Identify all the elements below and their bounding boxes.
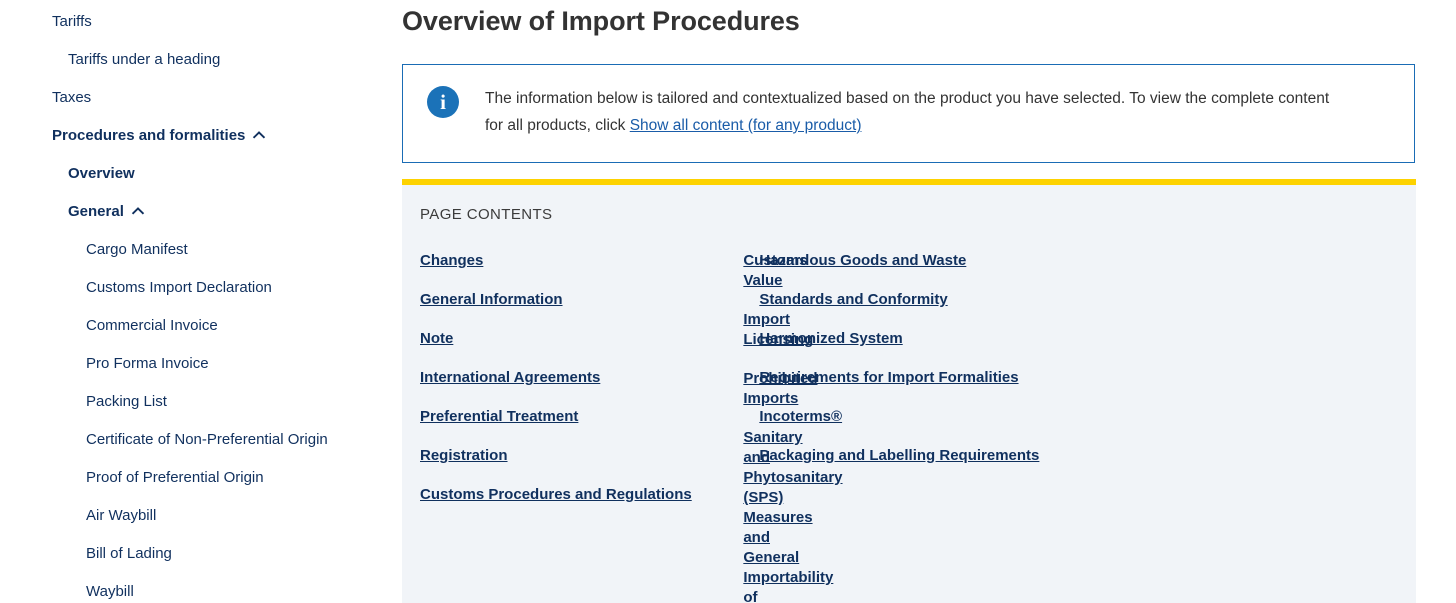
page-contents-link-general-information[interactable]: General Information — [420, 291, 563, 308]
sidebar-item-label: Commercial Invoice — [86, 316, 218, 334]
sidebar-item-general[interactable]: General — [0, 192, 396, 230]
page-contents-link-note[interactable]: Note — [420, 330, 454, 347]
sidebar-item-tariffs-under-a-heading[interactable]: Tariffs under a heading — [0, 40, 396, 78]
sidebar-item-cargo-manifest[interactable]: Cargo Manifest — [0, 230, 396, 268]
sidebar-item-label: Bill of Lading — [86, 544, 172, 562]
chevron-up-icon[interactable] — [131, 204, 145, 218]
sidebar-item-label: Procedures and formalities — [52, 126, 246, 144]
sidebar-item-commercial-invoice[interactable]: Commercial Invoice — [0, 306, 396, 344]
main-content: Overview of Import Procedures i The info… — [396, 0, 1456, 603]
page-contents-link-hazardous-goods-and-waste[interactable]: Hazardous Goods and Waste — [759, 252, 967, 269]
sidebar-item-customs-import-declaration[interactable]: Customs Import Declaration — [0, 268, 396, 306]
sidebar-item-label: Waybill — [86, 582, 134, 600]
sidebar-item-label: Packing List — [86, 392, 167, 410]
page-contents-link-packaging-and-labelling-requirements[interactable]: Packaging and Labelling Requirements — [759, 447, 1040, 464]
page-contents-link-preferential-treatment[interactable]: Preferential Treatment — [420, 408, 579, 425]
sidebar-item-label: Taxes — [52, 88, 92, 106]
sidebar-item-waybill[interactable]: Waybill — [0, 572, 396, 603]
sidebar-item-bill-of-lading[interactable]: Bill of Lading — [0, 534, 396, 572]
sidebar-item-packing-list[interactable]: Packing List — [0, 382, 396, 420]
page-contents-link-requirements-for-import-formalities[interactable]: Requirements for Import Formalities — [759, 369, 1019, 386]
page-contents-link-international-agreements[interactable]: International Agreements — [420, 369, 601, 386]
chevron-up-icon[interactable] — [252, 128, 266, 142]
page-title: Overview of Import Procedures — [402, 6, 800, 36]
page-contents-link-harmonized-system[interactable]: Harmonized System — [759, 330, 903, 347]
page-contents-link-registration[interactable]: Registration — [420, 447, 508, 464]
show-all-content-link[interactable]: Show all content (for any product) — [629, 117, 862, 134]
page-contents-link-standards-and-conformity[interactable]: Standards and Conformity — [759, 291, 948, 308]
sidebar-item-overview[interactable]: Overview — [0, 154, 396, 192]
page-contents-link-changes[interactable]: Changes — [420, 252, 484, 269]
page-contents-link-customs-procedures-and-regulations[interactable]: Customs Procedures and Regulations — [420, 486, 692, 503]
sidebar-item-air-waybill[interactable]: Air Waybill — [0, 496, 396, 534]
sidebar-item-procedures-and-formalities[interactable]: Procedures and formalities — [0, 116, 396, 154]
sidebar-item-label: Air Waybill — [86, 506, 157, 524]
sidebar-item-pro-forma-invoice[interactable]: Pro Forma Invoice — [0, 344, 396, 382]
sidebar-item-label: Overview — [68, 164, 135, 182]
info-circle-icon: i — [427, 86, 459, 118]
sidebar-item-label: Tariffs — [52, 12, 92, 30]
info-banner-sentence: The information below is tailored and co… — [485, 90, 1330, 134]
sidebar-item-label: Certificate of Non-Preferential Origin — [86, 430, 328, 448]
sidebar-item-label: Cargo Manifest — [86, 240, 188, 258]
sidebar-item-tariffs[interactable]: Tariffs — [0, 2, 396, 40]
page-contents-label: PAGE CONTENTS — [420, 206, 553, 223]
sidebar-item-label: Proof of Preferential Origin — [86, 468, 264, 486]
sidebar-item-label: Tariffs under a heading — [68, 50, 221, 68]
info-banner-text: The information below is tailored and co… — [485, 85, 1345, 139]
sidebar-item-taxes[interactable]: Taxes — [0, 78, 396, 116]
page-contents-link-incoterms[interactable]: Incoterms® — [759, 408, 843, 425]
sidebar-item-label: Pro Forma Invoice — [86, 354, 209, 372]
sidebar-item-proof-of-preferential-origin[interactable]: Proof of Preferential Origin — [0, 458, 396, 496]
sidebar-item-label: General — [68, 202, 124, 220]
sidebar-item-certificate-of-non-preferential-origin[interactable]: Certificate of Non-Preferential Origin — [0, 420, 396, 458]
info-banner: i The information below is tailored and … — [402, 64, 1415, 163]
sidebar-item-label: Customs Import Declaration — [86, 278, 272, 296]
